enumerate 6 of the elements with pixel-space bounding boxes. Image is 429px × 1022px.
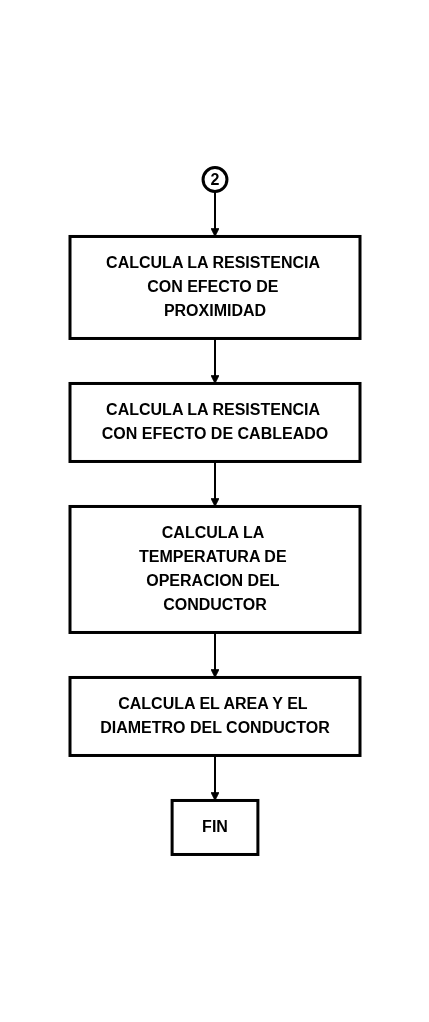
node-box: CALCULA LA TEMPERATURA DE OPERACION DEL CONDUCTOR [68,505,361,634]
node-box: CALCULA LA RESISTENCIA CON EFECTO DE PROXIMIDAD [68,235,361,340]
node-box: CALCULA EL AREA Y EL DIAMETRO DEL CONDUCTOR [68,676,361,757]
node-box: FIN [170,799,259,856]
node-circle: 2 [201,166,228,193]
node-box: CALCULA LA RESISTENCIA CON EFECTO DE CABLEADO [68,382,361,463]
